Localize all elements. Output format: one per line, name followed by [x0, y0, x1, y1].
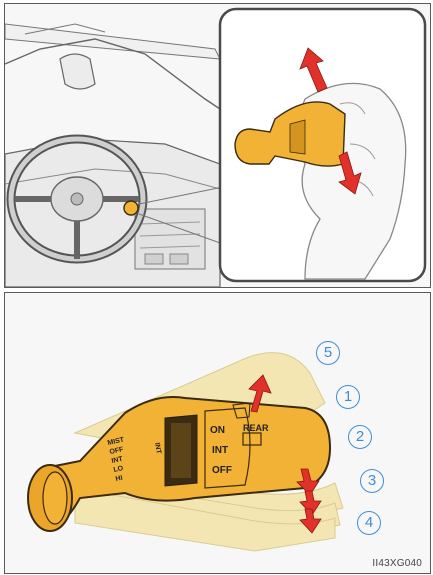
- windshield-top: [5, 24, 220, 59]
- position-3: 3: [360, 469, 384, 493]
- position-1: 1: [336, 385, 360, 409]
- position-4: 4: [357, 511, 381, 535]
- rear-label: REAR: [243, 423, 269, 433]
- top-panel: [4, 3, 431, 288]
- cab-illustration: [5, 4, 430, 287]
- lever-label-off-right: OFF: [212, 465, 232, 476]
- figure-code: II43XG040: [372, 558, 422, 569]
- bottom-panel: MIST OFF INT LO HI INT ON INT OFF REAR 5…: [4, 292, 431, 574]
- position-5: 5: [316, 341, 340, 365]
- mirror: [60, 54, 95, 89]
- lever-label-int-right: INT: [212, 445, 228, 456]
- lever-label-on: ON: [210, 425, 225, 436]
- lever-label-hi: HI: [115, 475, 123, 483]
- position-2: 2: [348, 425, 372, 449]
- lever-highlight: [124, 201, 138, 215]
- zoom-inset: [220, 9, 425, 281]
